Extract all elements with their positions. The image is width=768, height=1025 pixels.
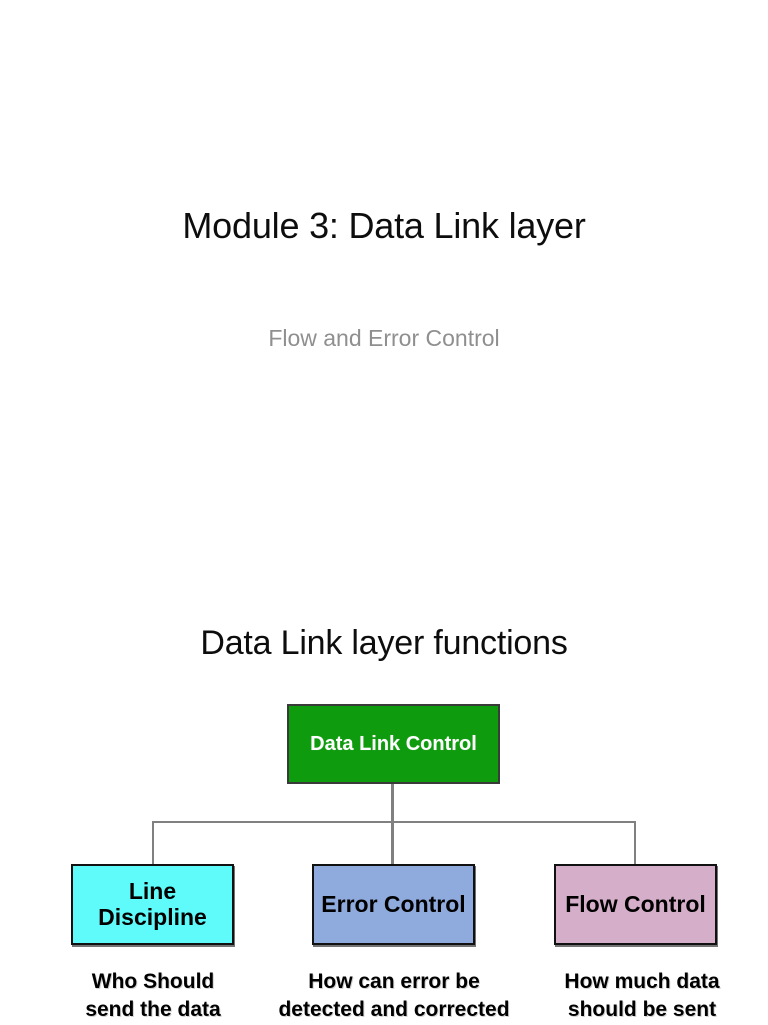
section-heading: Data Link layer functions	[200, 624, 568, 662]
node-line-discipline[interactable]: Line Discipline	[71, 864, 234, 945]
node-line-discipline-label-line2: Discipline	[98, 903, 207, 930]
node-data-link-control[interactable]: Data Link Control	[287, 704, 500, 784]
caption-error-control-line2: detected and corrected	[278, 998, 510, 1022]
connector-right-drop	[634, 821, 636, 865]
page-subtitle: Flow and Error Control	[268, 325, 500, 352]
node-line-discipline-label: Line Discipline	[73, 877, 232, 931]
connector-root-stem	[391, 783, 394, 865]
caption-flow-control-line2: should be sent	[567, 998, 717, 1022]
caption-flow-control: How much data should be sent	[535, 968, 749, 1025]
node-line-discipline-label-line1: Line	[128, 877, 177, 904]
title-block: Module 3: Data Link layer Flow and Error…	[0, 205, 768, 352]
caption-error-control-line1: How can error be	[308, 970, 480, 993]
caption-error-control: How can error be detected and corrected	[258, 968, 530, 1025]
node-flow-control-label-line1: Flow Control	[565, 890, 706, 917]
caption-line-discipline-line1: Who Should	[91, 970, 215, 993]
caption-line-discipline-line2: send the data	[85, 998, 221, 1022]
node-flow-control[interactable]: Flow Control	[554, 864, 717, 945]
node-data-link-control-label: Data Link Control	[310, 732, 477, 755]
node-error-control-label: Error Control	[321, 890, 466, 918]
connector-left-drop	[152, 821, 154, 865]
connector-horizontal-bar	[152, 821, 636, 823]
page-title: Module 3: Data Link layer	[182, 205, 586, 246]
node-error-control-label-line1: Error Control	[321, 890, 466, 917]
node-error-control[interactable]: Error Control	[312, 864, 475, 945]
caption-line-discipline: Who Should send the data	[46, 968, 260, 1025]
caption-flow-control-line1: How much data	[564, 970, 720, 993]
node-flow-control-label: Flow Control	[565, 890, 706, 918]
